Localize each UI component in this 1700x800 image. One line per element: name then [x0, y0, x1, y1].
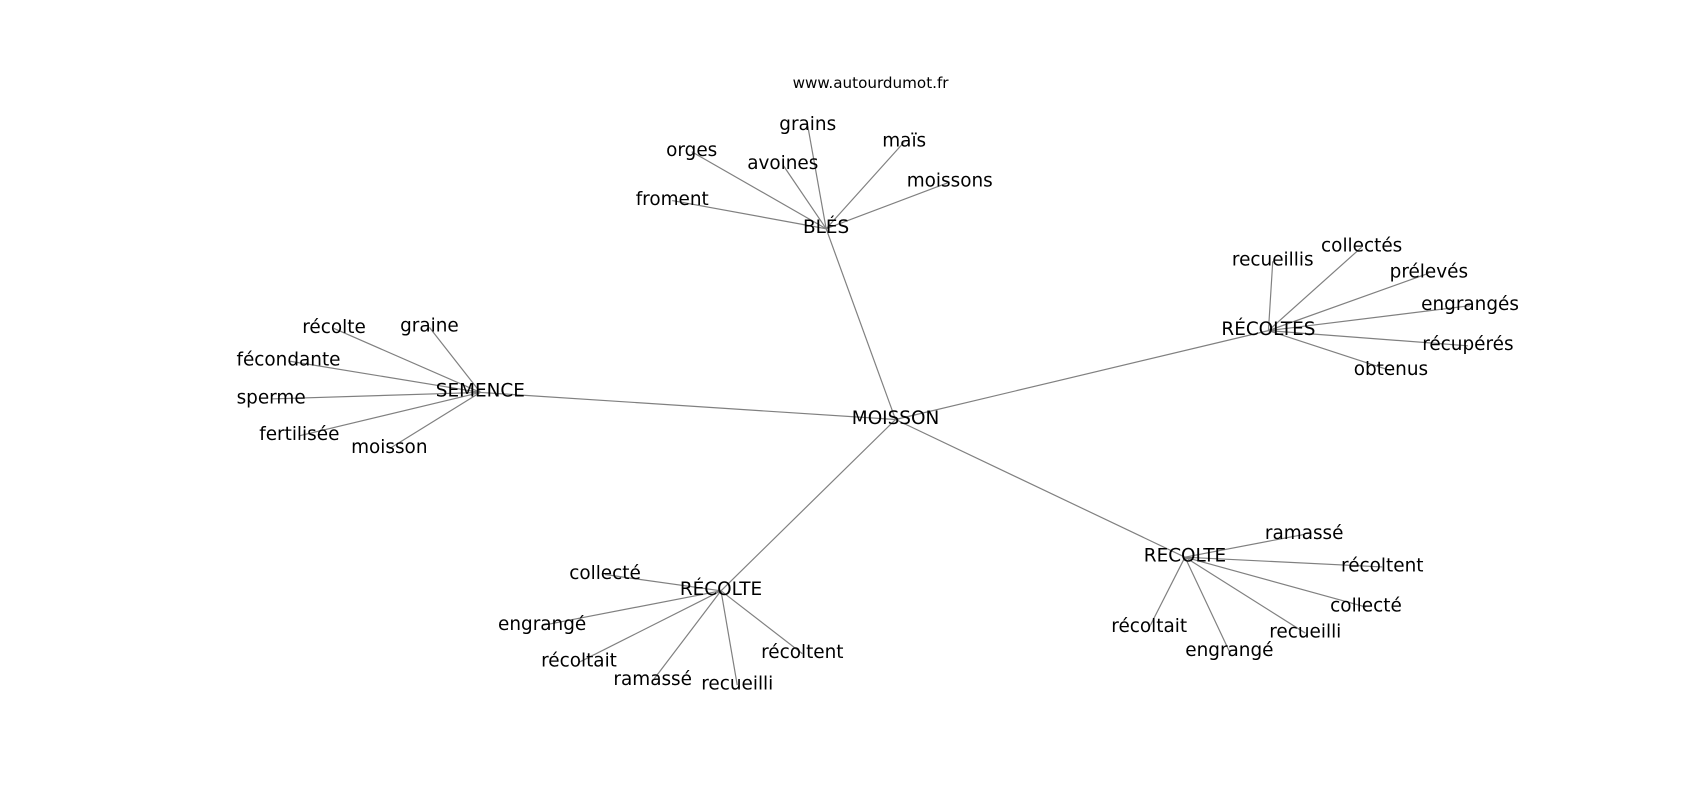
leaf-node-label[interactable]: obtenus [1354, 359, 1428, 380]
edge-root-hub [895, 418, 1186, 558]
leaf-node-label[interactable]: récoltent [1341, 555, 1423, 576]
edge-hub-leaf [1268, 330, 1468, 347]
leaf-node-label[interactable]: moissons [907, 170, 993, 191]
leaf-node-label[interactable]: récupérés [1422, 334, 1513, 355]
leaf-node-label[interactable]: récoltent [761, 642, 843, 663]
edge-hub-leaf [1184, 556, 1306, 634]
edge-hub-leaf [578, 590, 722, 663]
edge-hub-leaf [825, 141, 905, 230]
edge-hub-leaf [782, 164, 827, 230]
root-node-label[interactable]: MOISSON [852, 408, 939, 429]
edge-hub-leaf [299, 391, 481, 437]
edge-hub-leaf [1184, 533, 1305, 558]
leaf-node-label[interactable]: récoltait [541, 651, 617, 672]
edge-hub-leaf [428, 327, 481, 393]
leaf-node-label[interactable]: collectés [1321, 235, 1402, 256]
leaf-node-label[interactable]: recueilli [701, 673, 773, 694]
leaf-node-label[interactable]: engrangés [1421, 294, 1519, 315]
leaf-node-label[interactable]: ramassé [1265, 523, 1344, 544]
leaf-node-label[interactable]: récoltait [1111, 616, 1187, 637]
leaf-node-label[interactable]: moisson [351, 437, 427, 458]
edge-hub-leaf [807, 125, 827, 229]
leaf-node-label[interactable]: collecté [569, 563, 641, 584]
leaf-node-label[interactable]: graine [400, 316, 459, 337]
edge-root-hub [895, 330, 1269, 421]
hub-node-label[interactable]: RÉCOLTE [680, 578, 762, 600]
edge-hub-leaf [288, 360, 481, 394]
hub-node-label[interactable]: RECOLTE [1144, 546, 1226, 567]
watermark: www.autourdumot.fr [793, 74, 950, 92]
leaf-node-label[interactable]: engrangé [1185, 640, 1273, 661]
leaf-node-label[interactable]: grains [779, 114, 836, 135]
leaf-node-label[interactable]: sperme [237, 387, 306, 408]
leaf-node-label[interactable]: fécondante [236, 349, 340, 370]
edge-hub-leaf [1268, 272, 1430, 332]
edge-hub-leaf [1184, 556, 1383, 568]
edge-hub-leaf [333, 327, 481, 393]
edge-hub-leaf [1184, 556, 1367, 608]
hub-node-label[interactable]: BLÉS [803, 216, 849, 238]
leaf-node-label[interactable]: avoines [747, 153, 818, 174]
hub-node-label[interactable]: RÉCOLTES [1221, 318, 1315, 340]
leaf-node-label[interactable]: collecté [1330, 595, 1402, 616]
leaf-node-label[interactable]: fertilisée [259, 424, 339, 445]
leaf-node-label[interactable]: recueilli [1269, 621, 1341, 642]
leaf-node-label[interactable]: orges [666, 140, 717, 161]
edge-hub-leaf [825, 181, 950, 230]
edge-hub-leaf [542, 590, 722, 627]
edge-root-hub [825, 228, 897, 420]
leaf-node-label[interactable]: froment [636, 189, 709, 210]
edge-hub-leaf [388, 391, 481, 450]
edge-root-hub [720, 419, 896, 592]
leaf-node-label[interactable]: recueillis [1232, 250, 1314, 271]
edge-root-hub [480, 391, 896, 421]
edge-hub-leaf [1267, 261, 1274, 331]
leaf-node-label[interactable]: prélevés [1390, 262, 1468, 283]
edge-hub-leaf [652, 590, 722, 682]
edge-hub-leaf [1268, 305, 1471, 332]
edge-hub-leaf [691, 151, 827, 230]
leaf-node-label[interactable]: maïs [882, 130, 926, 151]
edge-hub-leaf [271, 391, 481, 400]
edge-hub-leaf [672, 199, 827, 230]
edge-hub-leaf [1268, 246, 1363, 332]
leaf-node-label[interactable]: récolte [302, 317, 366, 338]
edge-hub-leaf [720, 590, 803, 655]
leaf-node-label[interactable]: ramassé [613, 669, 692, 690]
edge-hub-leaf [1148, 556, 1186, 628]
edge-hub-leaf [720, 590, 738, 686]
leaf-node-label[interactable]: engrangé [498, 614, 586, 635]
edge-hub-leaf [604, 573, 722, 592]
edge-hub-leaf [1184, 556, 1230, 652]
hub-node-label[interactable]: SEMENCE [436, 381, 525, 402]
edge-hub-leaf [1268, 330, 1392, 372]
